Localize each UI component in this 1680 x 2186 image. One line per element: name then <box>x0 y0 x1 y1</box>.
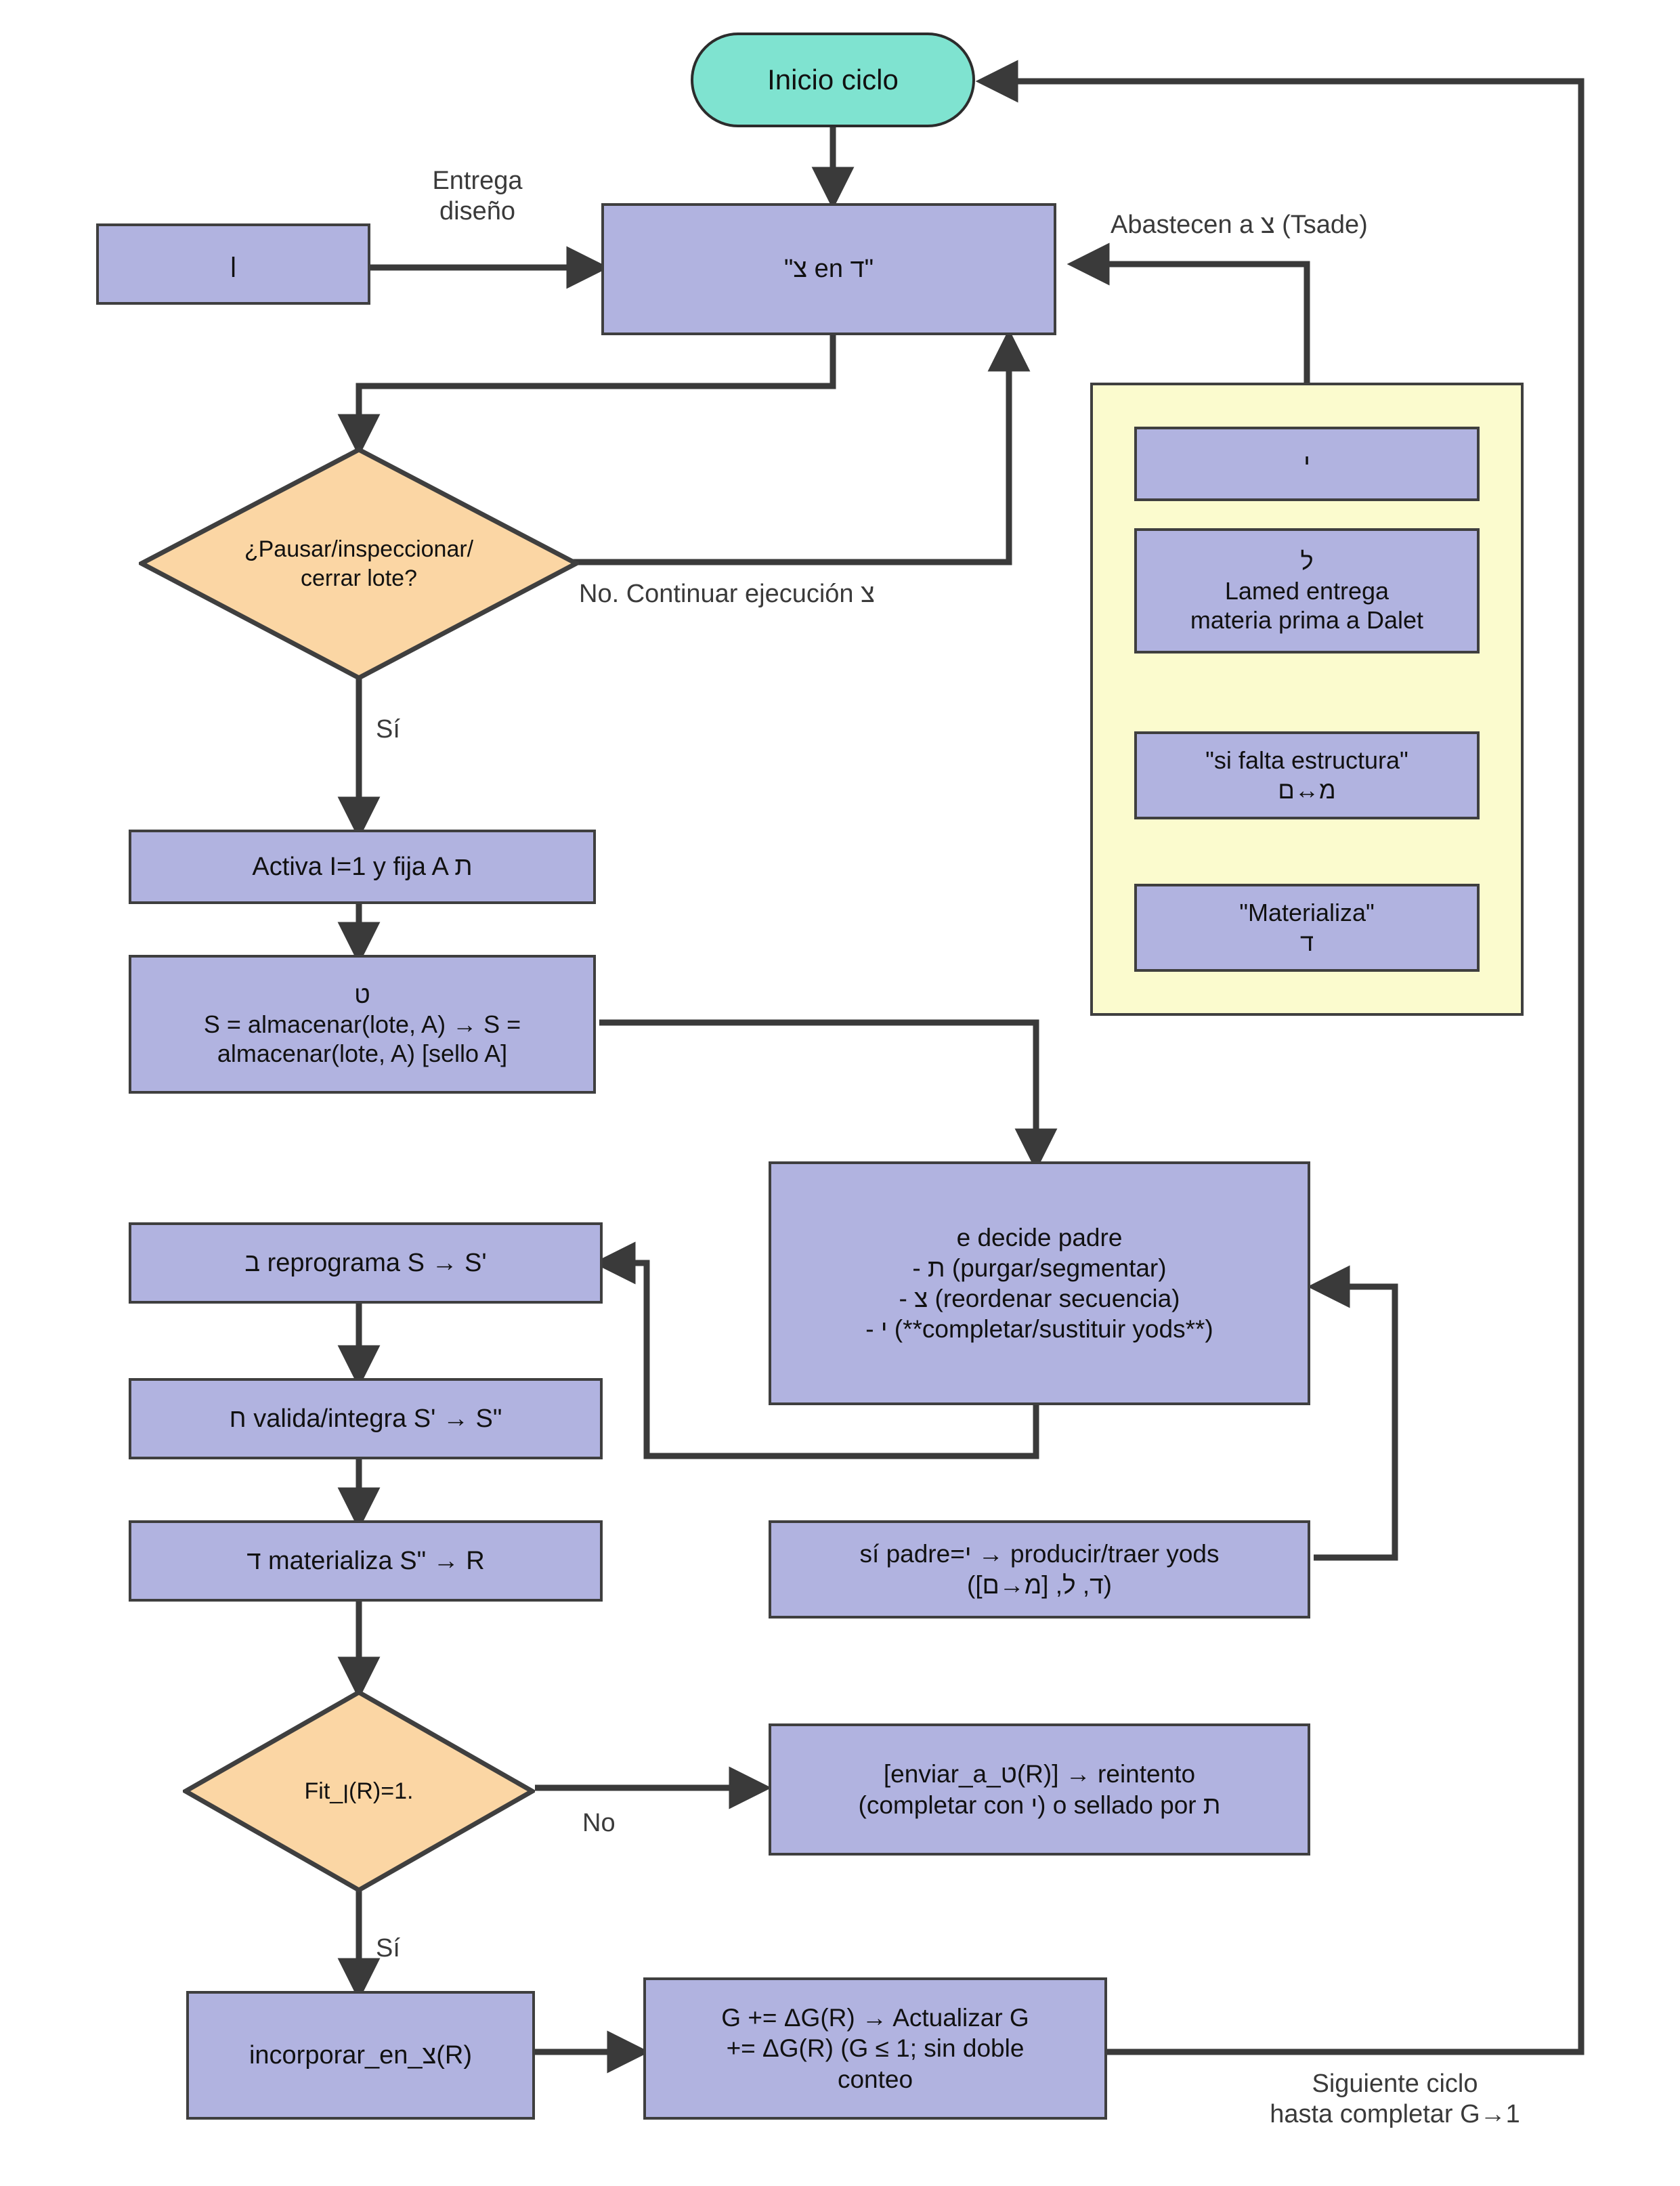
edge-label-no-continuar: No. Continuar ejecución צ <box>579 580 875 608</box>
edge-label-siguiente-ciclo: Siguiente ciclo hasta completar G→1 <box>1270 2070 1520 2128</box>
decision-fit-label: Fit_ן(R)=1. <box>304 1778 414 1804</box>
node-decision-pause[interactable]: ¿Pausar/inspeccionar/ cerrar lote? <box>139 447 579 681</box>
node-incorporar[interactable]: incorporar_en_צ(R) <box>186 1991 535 2120</box>
node-enviar-a-tet[interactable]: [enviar_a_ט(R)] → reintento (completar c… <box>769 1723 1310 1856</box>
edge-panel-to-tsade <box>1067 242 1310 383</box>
edge-tsade-to-decision <box>337 332 836 457</box>
node-reprograma[interactable]: ב reprograma S → S' <box>129 1222 603 1304</box>
edge-label-si-fit: Sí <box>376 1934 400 1963</box>
edge-decision-no-loop <box>562 328 1031 565</box>
edge-label-abastecen: Abastecen a צ (Tsade) <box>1111 211 1368 239</box>
node-activa[interactable]: Activa I=1 y fija A ת <box>129 830 596 904</box>
diamond-shape <box>139 447 579 681</box>
diamond-shape <box>183 1690 535 1893</box>
panel-box-estructura[interactable]: "si falta estructura" מ↔ם <box>1134 731 1480 819</box>
node-almacenar[interactable]: ט S = almacenar(lote, A) → S = almacenar… <box>129 955 596 1094</box>
node-si-padre-yod[interactable]: sí padre=י → producir/traer yods (ד, ל, … <box>769 1520 1310 1619</box>
edge-almacenar-to-decide <box>599 1019 1058 1172</box>
edge-yod-to-decide <box>1307 1265 1398 1561</box>
edge-label-si-pausa: Sí <box>376 715 400 744</box>
node-actualizar-g[interactable]: G += ΔG(R) → Actualizar G += ΔG(R) (G ≤ … <box>643 1977 1107 2120</box>
node-decide-padre[interactable]: e decide padre - ת (purgar/segmentar) - … <box>769 1161 1310 1405</box>
panel-box-materializa[interactable]: "Materializa" ד <box>1134 884 1480 972</box>
node-decision-fit[interactable]: Fit_ן(R)=1. <box>183 1690 535 1893</box>
node-materializa[interactable]: ד materializa S" → R <box>129 1520 603 1602</box>
decision-pause-label: ¿Pausar/inspeccionar/ cerrar lote? <box>244 536 474 591</box>
edge-label-entrega-diseno: Entrega diseño <box>432 167 523 226</box>
edge-label-no-fit: No <box>582 1809 616 1837</box>
node-vav-source[interactable]: ן <box>96 223 370 305</box>
panel-box-lamed[interactable]: ל Lamed entrega materia prima a Dalet <box>1134 528 1480 653</box>
node-valida[interactable]: ח valida/integra S' → S" <box>129 1378 603 1459</box>
node-start[interactable]: Inicio ciclo <box>691 33 975 127</box>
node-tsade-en-dalet[interactable]: "צ en ד" <box>601 203 1056 335</box>
panel-box-yod[interactable]: י <box>1134 427 1480 501</box>
